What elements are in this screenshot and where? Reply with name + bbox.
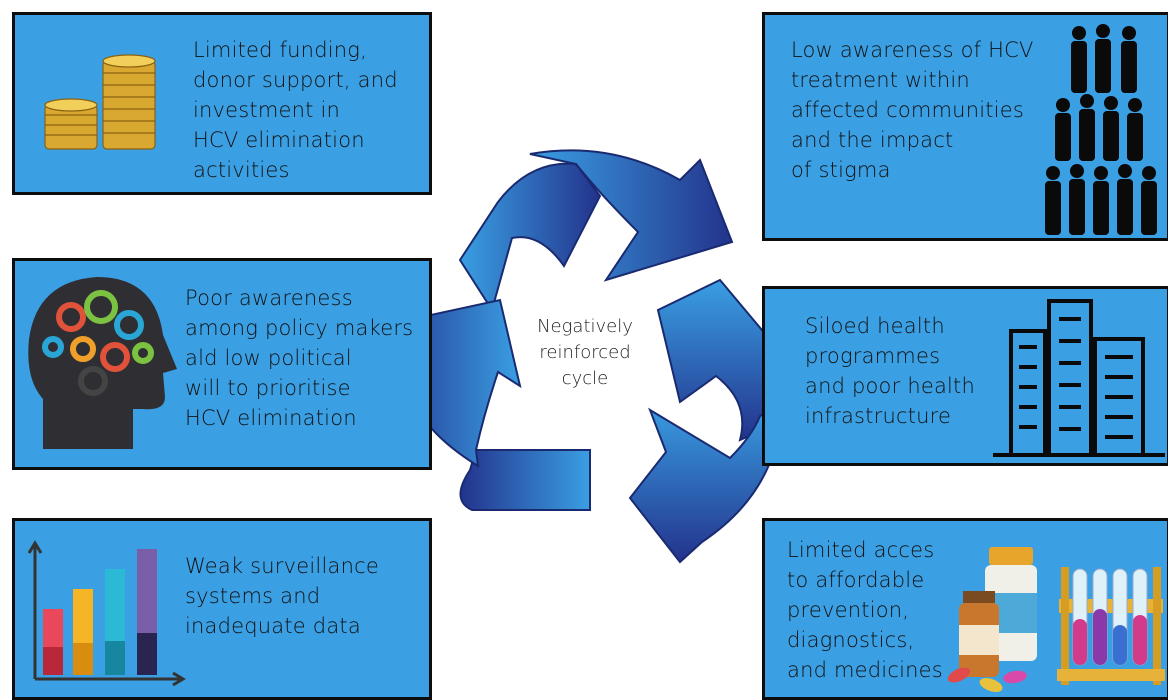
cycle-arrow-top <box>458 149 734 313</box>
barrier-text-policy-makers: Poor awareness among policy makers ald l… <box>185 286 414 430</box>
cycle-center-label: Negatively reinforced cycle <box>537 316 633 389</box>
barrier-box-policy-makers: Poor awareness among policy makers ald l… <box>12 258 432 470</box>
barrier-box-siloed-programmes: Siloed health programmes and poor health… <box>762 286 1168 466</box>
barrier-text-community-awareness: Low awareness of HCV treatment within af… <box>791 38 1034 182</box>
barrier-text-siloed-programmes: Siloed health programmes and poor health… <box>805 314 975 428</box>
barrier-text-surveillance: Weak surveillance systems and inadequate… <box>185 554 379 638</box>
buildings-icon <box>993 299 1165 457</box>
bar-chart-icon <box>27 540 186 687</box>
barrier-box-surveillance: Weak surveillance systems and inadequate… <box>12 518 432 700</box>
people-silhouettes-icon <box>1045 24 1157 235</box>
barrier-text-funding: Limited funding, donor support, and inve… <box>193 38 398 182</box>
medicine-bottles-icon <box>947 547 1165 692</box>
gold-coins-icon <box>44 54 156 150</box>
barrier-box-funding: Limited funding, donor support, and inve… <box>12 12 432 195</box>
barrier-text-access: Limited acces to affordable prevention, … <box>787 538 943 682</box>
head-gears-icon <box>28 277 177 449</box>
barrier-box-community-awareness: Low awareness of HCV treatment within af… <box>762 12 1168 241</box>
barrier-box-access: Limited acces to affordable prevention, … <box>762 518 1168 700</box>
